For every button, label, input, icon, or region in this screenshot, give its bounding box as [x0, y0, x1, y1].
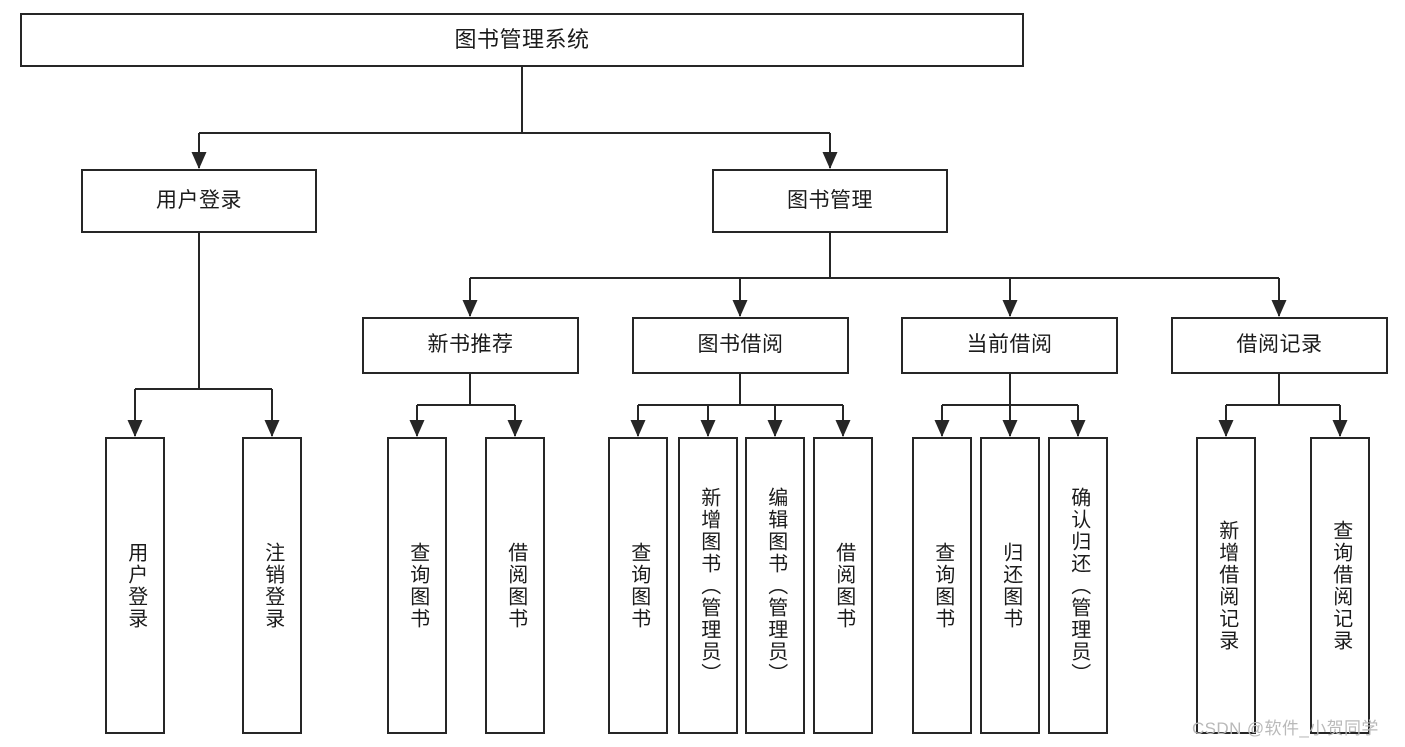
node-leaf-br-query[interactable]: 查询借阅记录: [1310, 437, 1370, 734]
node-label: 借阅图书: [504, 541, 527, 630]
node-root[interactable]: 图书管理系统: [20, 13, 1024, 67]
node-label: 用户登录: [156, 188, 242, 212]
conn-book-borrow-arrowhead-1: [700, 420, 716, 437]
conn-root-arrowhead-0: [191, 152, 207, 169]
node-label: 查询图书: [406, 541, 429, 630]
conn-borrow-record-arrowhead-1: [1332, 420, 1348, 437]
conn-current-borrow-arrowhead-0: [934, 420, 950, 437]
conn-user-login-arrowhead-0: [127, 420, 143, 437]
node-borrow-record[interactable]: 借阅记录: [1171, 317, 1388, 374]
node-label: 注销登录: [261, 541, 284, 630]
node-user-login[interactable]: 用户登录: [81, 169, 317, 233]
conn-current-borrow-arrowhead-2: [1070, 420, 1086, 437]
conn-book-borrow-arrowhead-3: [835, 420, 851, 437]
node-label: 图书管理系统: [454, 27, 590, 53]
node-label: 新增借阅记录: [1215, 519, 1238, 652]
node-leaf-user-login[interactable]: 用户登录: [105, 437, 165, 734]
node-label: 查询借阅记录: [1329, 519, 1352, 652]
conn-book-manage-arrowhead-0: [462, 300, 478, 317]
conn-current-borrow-arrowhead-1: [1002, 420, 1018, 437]
conn-book-manage-arrowhead-1: [732, 300, 748, 317]
node-leaf-bb-edit[interactable]: 编辑图书（管理员）: [745, 437, 805, 734]
node-current-borrow[interactable]: 当前借阅: [901, 317, 1118, 374]
node-label: 新增图书（管理员）: [697, 486, 720, 685]
node-label: 归还图书: [999, 541, 1022, 630]
node-leaf-bb-add[interactable]: 新增图书（管理员）: [678, 437, 738, 734]
node-leaf-cb-query[interactable]: 查询图书: [912, 437, 972, 734]
node-label: 用户登录: [124, 541, 147, 630]
node-leaf-bb-query[interactable]: 查询图书: [608, 437, 668, 734]
node-label: 借阅记录: [1236, 333, 1323, 357]
node-label: 查询图书: [627, 541, 650, 630]
conn-book-manage-arrowhead-3: [1271, 300, 1287, 317]
conn-book-manage-arrowhead-2: [1002, 300, 1018, 317]
node-label: 编辑图书（管理员）: [764, 486, 787, 685]
conn-new-book-rec-arrowhead-0: [409, 420, 425, 437]
conn-book-borrow-arrowhead-0: [630, 420, 646, 437]
node-book-borrow[interactable]: 图书借阅: [632, 317, 849, 374]
node-leaf-rec-borrow[interactable]: 借阅图书: [485, 437, 545, 734]
node-label: 借阅图书: [832, 541, 855, 630]
node-label: 查询图书: [931, 541, 954, 630]
node-leaf-cb-confirm[interactable]: 确认归还（管理员）: [1048, 437, 1108, 734]
node-label: 图书管理: [787, 188, 873, 212]
node-label: 图书借阅: [697, 333, 784, 357]
node-new-book-rec[interactable]: 新书推荐: [362, 317, 579, 374]
node-book-manage[interactable]: 图书管理: [712, 169, 948, 233]
conn-borrow-record-arrowhead-0: [1218, 420, 1234, 437]
conn-root-arrowhead-1: [822, 152, 838, 169]
node-label: 当前借阅: [966, 333, 1053, 357]
node-leaf-logout[interactable]: 注销登录: [242, 437, 302, 734]
conn-book-borrow-arrowhead-2: [767, 420, 783, 437]
node-leaf-br-add[interactable]: 新增借阅记录: [1196, 437, 1256, 734]
node-leaf-rec-query[interactable]: 查询图书: [387, 437, 447, 734]
node-label: 新书推荐: [427, 333, 514, 357]
node-leaf-bb-borrow[interactable]: 借阅图书: [813, 437, 873, 734]
conn-new-book-rec-arrowhead-1: [507, 420, 523, 437]
node-leaf-cb-return[interactable]: 归还图书: [980, 437, 1040, 734]
node-label: 确认归还（管理员）: [1067, 486, 1090, 685]
conn-user-login-arrowhead-1: [264, 420, 280, 437]
